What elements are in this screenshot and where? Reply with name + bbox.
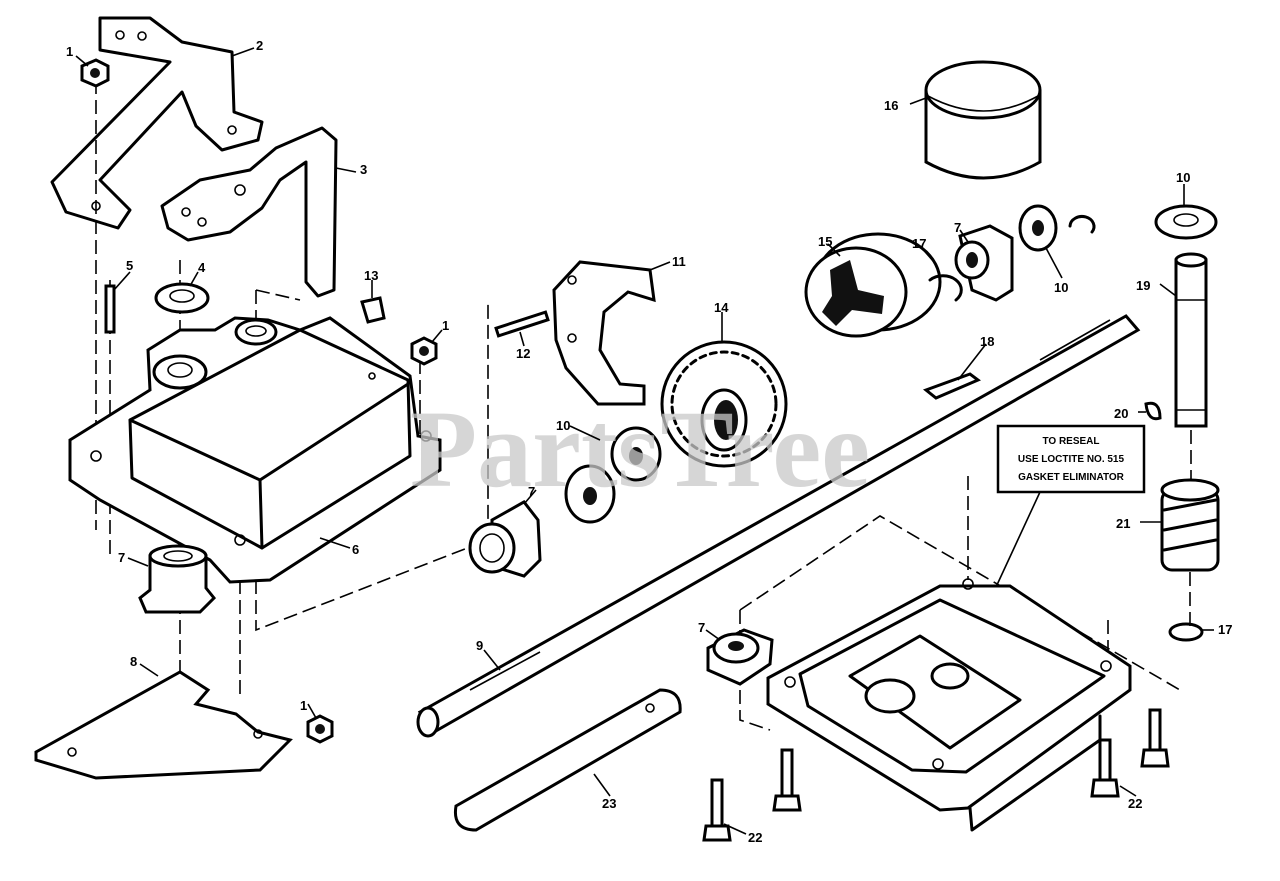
- label-18: 18: [980, 334, 994, 349]
- label-14: 14: [714, 300, 729, 315]
- label-9: 9: [476, 638, 483, 653]
- part-bolt: [1140, 708, 1170, 768]
- label-22a: 22: [748, 830, 762, 845]
- part-nut: [410, 336, 438, 366]
- label-17a: 17: [912, 236, 926, 251]
- leader-lines: [75, 47, 1214, 835]
- part-bushing: [468, 500, 542, 578]
- part-gear: [660, 340, 788, 468]
- part-washer: [564, 464, 616, 524]
- callout-labels: 1 2 3 4 5 13 1 6 7 8 1 11 12 14 10 7 9 2…: [66, 38, 1232, 845]
- part-pin: [104, 284, 116, 334]
- label-7b: 7: [528, 484, 535, 499]
- part-plug: [360, 296, 386, 324]
- part-bushing: [138, 544, 217, 614]
- part-bushing: [954, 224, 1014, 302]
- part-nut: [306, 714, 334, 744]
- label-1c: 1: [300, 698, 307, 713]
- part-bracket: [50, 16, 264, 230]
- label-8: 8: [130, 654, 137, 669]
- watermark: PartsTree: [410, 388, 870, 510]
- label-16: 16: [884, 98, 898, 113]
- part-bolt: [1090, 738, 1120, 798]
- label-23: 23: [602, 796, 616, 811]
- part-snap-ring: [928, 274, 963, 302]
- label-6: 6: [352, 542, 359, 557]
- part-gearcase: [766, 578, 1132, 832]
- part-shaft: [416, 314, 1141, 738]
- part-washer: [154, 282, 210, 314]
- note-line-3: GASKET ELIMINATOR: [1018, 472, 1125, 483]
- align-line: [739, 610, 771, 731]
- part-snap-ring: [1168, 622, 1204, 642]
- label-1b: 1: [442, 318, 449, 333]
- part-bushing: [706, 628, 774, 686]
- label-11: 11: [672, 254, 686, 269]
- part-shift-fork: [552, 260, 656, 406]
- label-10c: 10: [1176, 170, 1190, 185]
- part-key: [922, 372, 981, 400]
- part-nut: [80, 58, 110, 88]
- part-clip: [1068, 215, 1096, 234]
- label-3: 3: [360, 162, 367, 177]
- label-1: 1: [66, 44, 73, 59]
- label-12: 12: [516, 346, 530, 361]
- reseal-note: TO RESEAL USE LOCTITE NO. 515 GASKET ELI…: [989, 424, 1146, 601]
- note-line-1: TO RESEAL: [1042, 436, 1099, 447]
- part-worm-shaft: [1174, 252, 1208, 428]
- label-17b: 17: [1218, 622, 1232, 637]
- label-10b: 10: [1054, 280, 1068, 295]
- label-7d: 7: [954, 220, 961, 235]
- label-10a: 10: [556, 418, 570, 433]
- part-housing-cover: [68, 316, 442, 584]
- part-washer: [1154, 204, 1218, 240]
- label-22b: 22: [1128, 796, 1142, 811]
- label-19: 19: [1136, 278, 1150, 293]
- part-bolt: [772, 748, 802, 812]
- label-21: 21: [1116, 516, 1130, 531]
- label-7c: 7: [698, 620, 705, 635]
- label-15: 15: [818, 234, 832, 249]
- label-13: 13: [364, 268, 378, 283]
- part-shift-lever: [160, 126, 338, 298]
- label-7a: 7: [118, 550, 125, 565]
- label-5: 5: [126, 258, 133, 273]
- part-bolt: [702, 778, 732, 842]
- part-pulley: [804, 232, 942, 338]
- part-lever-bar: [453, 688, 682, 832]
- label-2: 2: [256, 38, 263, 53]
- label-4: 4: [198, 260, 206, 275]
- part-plate: [34, 670, 293, 780]
- part-sleeve: [924, 60, 1042, 180]
- note-line-2: USE LOCTITE NO. 515: [1018, 454, 1125, 465]
- part-worm-gear: [1160, 478, 1220, 572]
- part-woodruff-key: [1144, 401, 1162, 421]
- align-line: [739, 515, 1181, 691]
- part-roll-pin: [494, 310, 550, 338]
- label-20: 20: [1114, 406, 1128, 421]
- part-washer: [1018, 204, 1058, 252]
- part-washer: [610, 426, 662, 482]
